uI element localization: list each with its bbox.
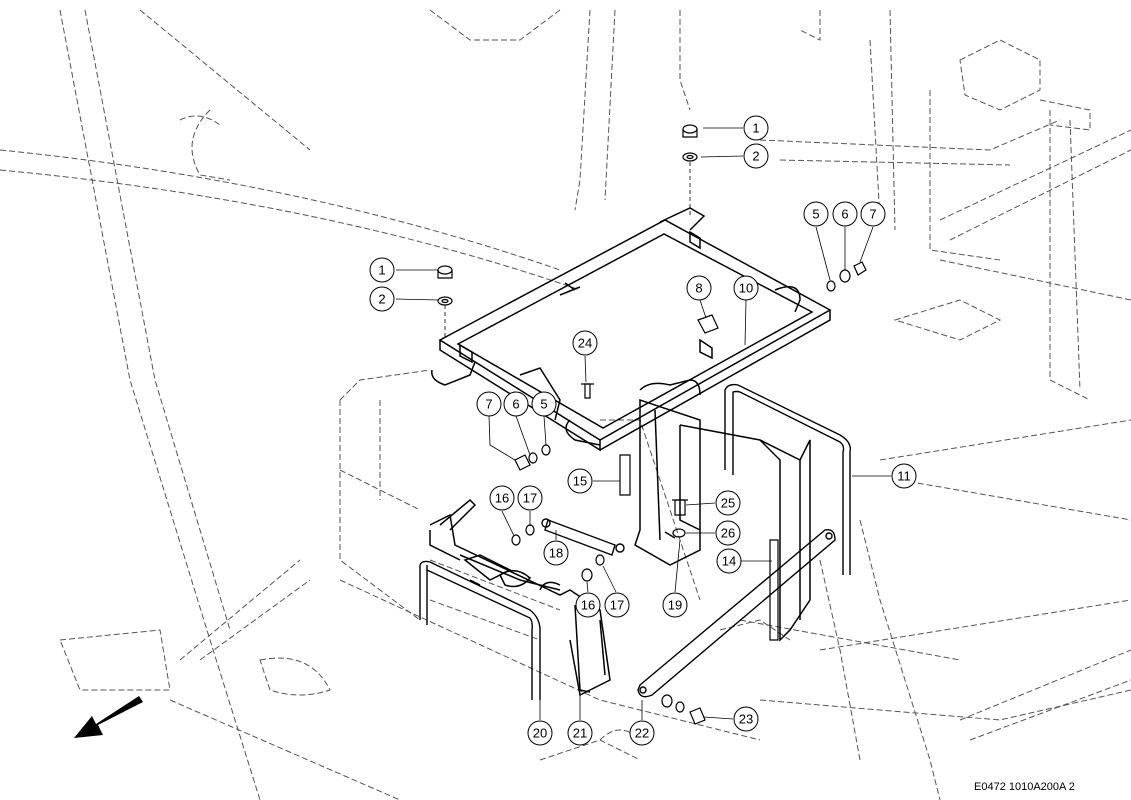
tube-handles [419,383,851,700]
upright-bracket [634,379,811,642]
callout-number: 7 [485,397,492,412]
callout-5: 5 [531,391,557,417]
callout-circle [743,115,769,141]
callout-circle [543,540,569,566]
callout-16: 16 [489,485,515,511]
callout-number: 25 [721,496,735,511]
callout-circle [733,706,759,732]
callout-number: 23 [739,712,753,727]
callout-circle [489,485,515,511]
callout-circle [572,330,598,356]
callout-circle [715,490,741,516]
callout-19: 19 [662,592,688,618]
callout-number: 6 [512,397,519,412]
callout-2: 2 [743,143,769,169]
callout-number: 17 [610,598,624,613]
callout-number: 17 [523,491,537,506]
callout-number: 11 [897,469,911,484]
callout-15: 15 [567,468,593,494]
callout-25: 25 [715,490,741,516]
callout-5: 5 [803,201,829,227]
callout-11: 11 [891,463,917,489]
callout-6: 6 [503,391,529,417]
callout-number: 26 [721,526,735,541]
callout-number: 20 [533,726,547,741]
callout-number: 19 [668,598,682,613]
callout-14: 14 [716,548,742,574]
callout-17: 17 [604,592,630,618]
callout-number: 16 [495,491,509,506]
lower-support-plate [429,498,611,697]
gas-spring [541,518,625,556]
callout-1: 1 [743,115,769,141]
callout-circle [476,391,502,417]
callout-circle [733,275,759,301]
callout-circle [743,143,769,169]
callout-26: 26 [715,520,741,546]
callout-number: 16 [581,598,595,613]
callout-circle [517,485,543,511]
callout-number: 15 [573,474,587,489]
callout-circle [531,391,557,417]
callout-circle [604,592,630,618]
callout-2: 2 [369,286,395,312]
callout-circle [891,463,917,489]
callout-number: 7 [869,207,876,222]
callout-10: 10 [733,275,759,301]
callout-number: 2 [752,149,759,164]
leader-lines [395,127,891,720]
callout-17: 17 [517,485,543,511]
callout-number: 5 [540,397,547,412]
callout-circle [567,720,593,746]
callout-number: 6 [841,207,848,222]
callout-circle [832,201,858,227]
callout-number: 2 [378,292,385,307]
callout-circle [686,275,712,301]
strut-bar [637,529,836,698]
callout-number: 1 [752,121,759,136]
callout-18: 18 [543,540,569,566]
callout-number: 14 [722,554,736,569]
callout-number: 8 [695,281,702,296]
callout-16: 16 [575,592,601,618]
callout-circle [575,592,601,618]
callout-circle [662,592,688,618]
callout-1: 1 [369,257,395,283]
callout-circle [527,720,553,746]
callout-22: 22 [629,720,655,746]
callout-24: 24 [572,330,598,356]
callout-number: 21 [573,726,587,741]
front-direction-arrow [74,696,143,738]
callout-circle [503,391,529,417]
callout-23: 23 [733,706,759,732]
callout-circle [567,468,593,494]
callout-21: 21 [567,720,593,746]
callout-circle [629,720,655,746]
callout-number: 18 [549,546,563,561]
document-code: E0472 1010A200A 2 [974,781,1075,793]
callout-8: 8 [686,275,712,301]
callout-number: 10 [739,281,753,296]
callout-circle [716,548,742,574]
callout-number: 22 [635,726,649,741]
callout-20: 20 [527,720,553,746]
callout-circle [803,201,829,227]
callout-number: 5 [812,207,819,222]
callout-circle [715,520,741,546]
hardware-items [437,124,867,725]
callout-7: 7 [476,391,502,417]
callout-circle [369,286,395,312]
callout-circle [369,257,395,283]
callout-6: 6 [832,201,858,227]
callout-circle [860,201,886,227]
callout-number: 1 [378,263,385,278]
callout-number: 24 [578,336,592,351]
callout-7: 7 [860,201,886,227]
tractor-frame-outline [0,9,1131,800]
